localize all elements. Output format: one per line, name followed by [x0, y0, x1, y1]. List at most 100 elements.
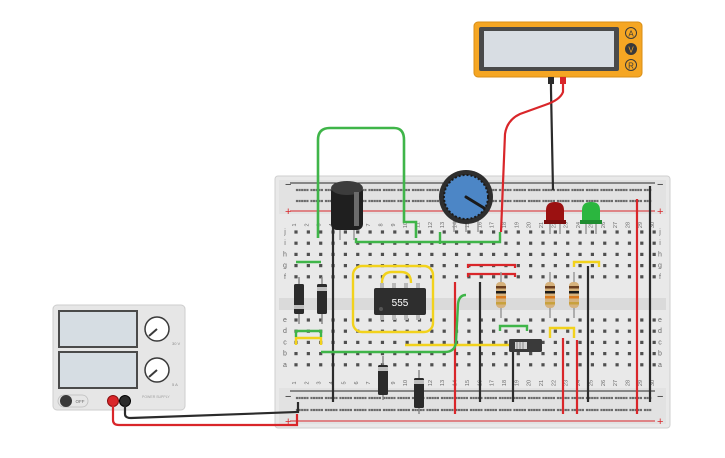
column-label: 19 — [514, 380, 520, 386]
row-label: f — [284, 274, 286, 281]
resistors[interactable] — [496, 272, 579, 318]
diode-3-band — [378, 367, 388, 371]
column-label: 17 — [490, 380, 496, 386]
multimeter-mode-r[interactable]: R — [625, 59, 637, 71]
ic-label: 555 — [392, 298, 409, 309]
row-label: i — [659, 240, 661, 247]
led-red[interactable] — [544, 202, 566, 234]
yellow-jumper-left[interactable] — [294, 336, 323, 345]
column-label: 28 — [625, 380, 631, 386]
column-label: 27 — [613, 380, 619, 386]
column-label: 14 — [453, 222, 459, 228]
potentiometer[interactable] — [439, 170, 493, 232]
column-label: 12 — [428, 380, 434, 386]
multimeter-black-lead[interactable] — [549, 84, 555, 191]
rail-minus-tl: − — [285, 179, 291, 191]
power-supply[interactable]: 30 V 5 A OFF POWER SUPPLY — [52, 304, 186, 411]
column-labels-top: 1234567891011121314151617181920212223242… — [292, 222, 656, 228]
row-label: a — [658, 362, 662, 369]
led-green[interactable] — [580, 202, 602, 234]
diode-1[interactable] — [294, 277, 304, 324]
red-jumper-pot-a[interactable] — [466, 263, 517, 268]
column-label: 30 — [650, 222, 656, 228]
column-label: 15 — [465, 222, 471, 228]
diode-3[interactable] — [378, 356, 388, 400]
yellow-jumper-led[interactable] — [572, 260, 601, 267]
potentiometer-pointer — [464, 195, 486, 210]
column-label: 21 — [539, 222, 545, 228]
column-label: 25 — [588, 222, 594, 228]
supply-red-wire[interactable] — [111, 406, 299, 427]
current-knob[interactable] — [144, 357, 170, 383]
resistor-3[interactable] — [569, 272, 579, 318]
yellow-loop-ic[interactable] — [351, 264, 435, 334]
led-red-body — [546, 202, 564, 222]
switch-handle[interactable] — [515, 342, 527, 349]
column-label: 25 — [588, 380, 594, 386]
svg-text:A: A — [628, 30, 634, 39]
column-label: 5 — [341, 381, 347, 384]
column-label: 13 — [440, 222, 446, 228]
current-knob-label: 5 A — [172, 382, 178, 387]
multimeter-probe-red[interactable] — [560, 77, 566, 84]
rail-minus-tr: − — [657, 179, 663, 191]
column-label: 22 — [551, 222, 557, 228]
bottom-power-rail — [279, 388, 666, 424]
column-label: 7 — [366, 223, 372, 226]
yellow-jumper-ic-top[interactable] — [380, 270, 413, 284]
row-label: h — [658, 251, 662, 258]
diodes[interactable] — [294, 277, 424, 414]
resistor-2[interactable] — [545, 272, 555, 318]
column-label: 21 — [539, 380, 545, 386]
column-label: 2 — [304, 381, 310, 384]
row-label: g — [283, 263, 287, 270]
ic-notch — [379, 307, 383, 311]
red-jumper-pot-b[interactable] — [466, 272, 517, 277]
capacitor[interactable] — [331, 181, 363, 240]
center-channel — [279, 298, 666, 310]
column-label: 8 — [378, 223, 384, 226]
diode-2[interactable] — [317, 277, 327, 324]
green-wire-top-row[interactable] — [354, 232, 502, 244]
power-supply-display-current — [58, 351, 138, 389]
column-label: 10 — [403, 380, 409, 386]
green-jumper-switch[interactable] — [498, 324, 529, 331]
diode-4[interactable] — [414, 370, 424, 414]
power-toggle[interactable]: OFF — [57, 394, 89, 408]
green-jumper-left-bottom[interactable] — [294, 329, 323, 337]
row-label: h — [283, 251, 287, 258]
capacitor-top — [331, 181, 363, 195]
terminal-positive[interactable] — [107, 395, 119, 407]
rail-plus-tr: + — [657, 206, 663, 218]
diode-4-body — [414, 378, 424, 408]
column-label: 23 — [564, 222, 570, 228]
multimeter-mode-a[interactable]: A — [625, 27, 637, 39]
terminal-negative[interactable] — [119, 395, 131, 407]
green-wire-capacitor-loop[interactable] — [316, 126, 418, 238]
multimeter[interactable]: A V R — [473, 21, 643, 84]
multimeter-mode-v[interactable]: V — [625, 43, 637, 55]
multimeter-screen — [484, 31, 614, 67]
column-label: 7 — [366, 381, 372, 384]
multimeter-probe-black[interactable] — [548, 77, 554, 84]
terminal-holes — [294, 230, 656, 367]
green-wire-long[interactable] — [321, 293, 467, 354]
diode-1-band — [294, 305, 304, 309]
multimeter-red-lead[interactable] — [499, 84, 565, 233]
column-label: 12 — [428, 222, 434, 228]
row-label: j — [658, 229, 661, 236]
rail-minus-br: − — [657, 391, 663, 403]
column-label: 11 — [416, 222, 422, 228]
column-label: 27 — [613, 222, 619, 228]
resistor-1[interactable] — [496, 272, 506, 318]
ic-555[interactable]: 555 — [374, 283, 426, 320]
slide-switch[interactable] — [509, 339, 542, 352]
diode-2-body — [317, 284, 327, 314]
supply-black-wire[interactable] — [123, 402, 300, 420]
diode-3-body — [378, 365, 388, 395]
voltage-knob[interactable] — [144, 316, 170, 342]
column-label: 23 — [564, 380, 570, 386]
yellow-jumper-right[interactable] — [548, 326, 576, 338]
